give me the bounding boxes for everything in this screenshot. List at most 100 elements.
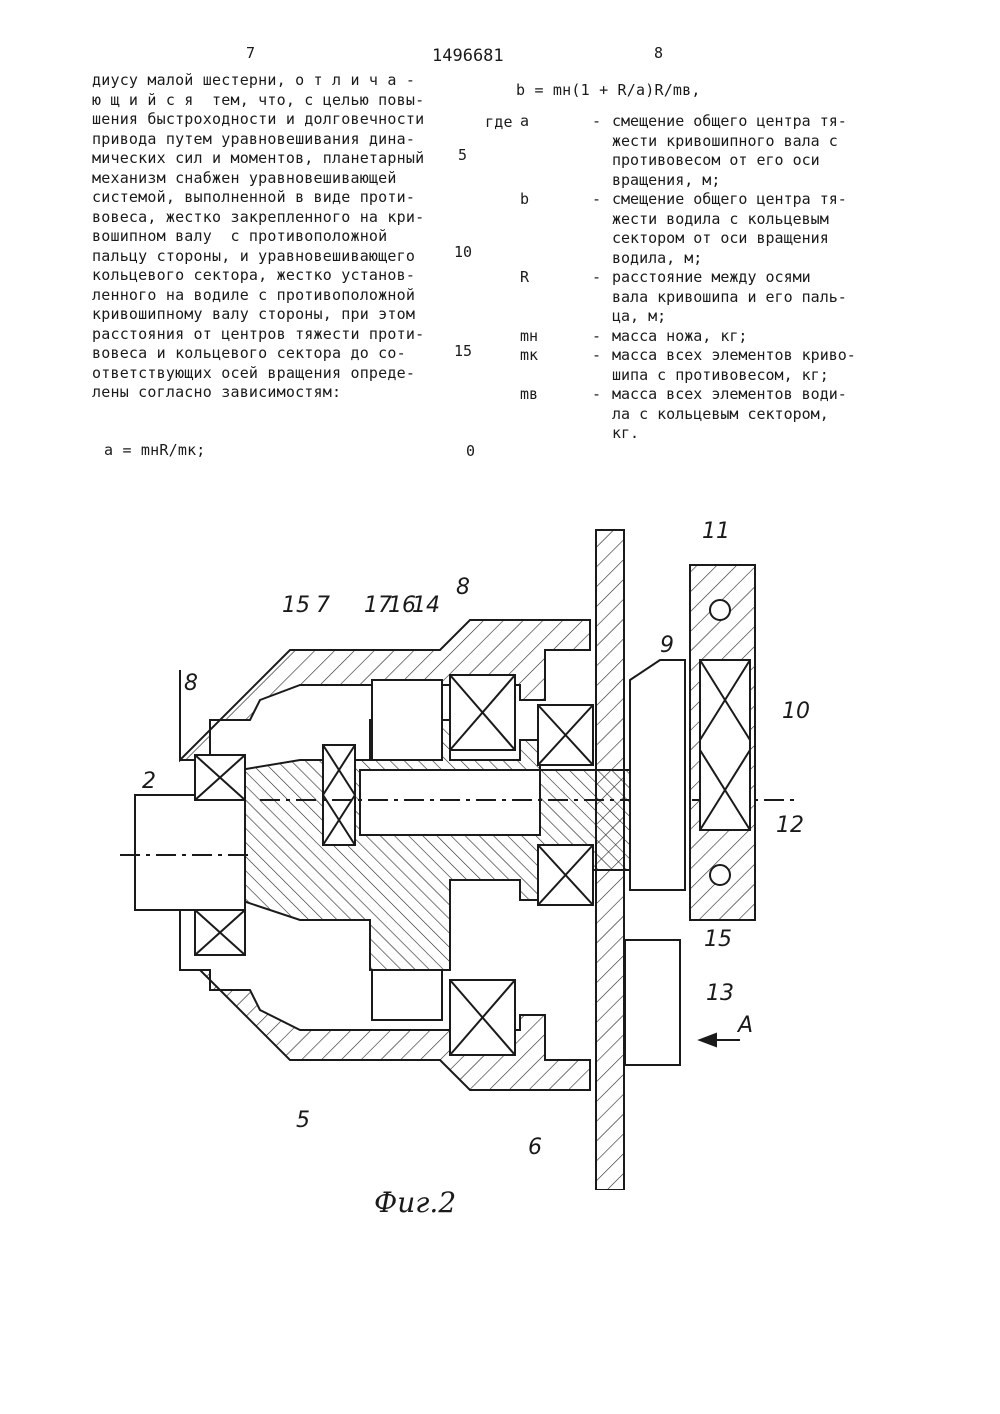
definition-row: шипа с противовесом, кг; <box>520 366 940 386</box>
label-6: 6 <box>528 1135 542 1160</box>
text-line: системой, выполненной в виде проти- <box>92 187 452 207</box>
definition-text: ла с кольцевым сектором, <box>612 405 829 423</box>
text-line: мических сил и моментов, планетарный <box>92 148 452 168</box>
definition-text: масса всех элементов води- <box>612 385 847 403</box>
definition-row: R -расстояние между осями <box>520 268 940 288</box>
label-16: 16 <box>388 593 416 618</box>
central-shaft <box>360 770 540 835</box>
label-8-right: 8 <box>456 575 470 600</box>
definition-row: кг. <box>520 424 940 444</box>
label-12: 12 <box>776 813 804 838</box>
text-line: диусу малой шестерни, о т л и ч а - <box>92 70 452 90</box>
definition-text: вращения, м; <box>612 171 720 189</box>
definition-row: mв -масса всех элементов води- <box>520 385 940 405</box>
label-13: 13 <box>706 981 734 1006</box>
definition-text: смещение общего центра тя- <box>612 190 847 208</box>
figure-caption: Фиг.2 <box>374 1186 456 1219</box>
definition-text: жести кривошипного вала с <box>612 132 838 150</box>
page-number-left: 7 <box>246 44 255 62</box>
definition-row: водила, м; <box>520 249 940 269</box>
text-line: вошипном валу с противоположной <box>92 226 452 246</box>
label-15-right: 15 <box>704 927 732 952</box>
definition-row: ца, м; <box>520 307 940 327</box>
text-line: вовеса и кольцевого сектора до со- <box>92 343 452 363</box>
line-number: 5 <box>458 146 467 164</box>
definition-row: a-смещение общего центра тя- <box>520 112 940 132</box>
formula-a: a = mнR/mк; <box>104 440 206 460</box>
definition-row: b -смещение общего центра тя- <box>520 190 940 210</box>
text-line: шения быстроходности и долговечности <box>92 109 452 129</box>
definition-row: сектором от оси вращения <box>520 229 940 249</box>
definition-symbol: mк <box>520 346 538 364</box>
definition-text: жести водила с кольцевым <box>612 210 829 228</box>
text-line: ю щ и й с я тем, что, с целью повы- <box>92 90 452 110</box>
label-5: 5 <box>296 1108 310 1133</box>
definition-dash: - <box>592 190 601 208</box>
text-line: пальцу стороны, и уравновешивающего <box>92 246 452 266</box>
formula-b: b = mн(1 + R/a)R/mв, <box>516 80 701 100</box>
input-shaft <box>135 795 245 910</box>
definition-symbol: mн <box>520 327 538 345</box>
counterweight-13 <box>625 940 680 1065</box>
pin-bearing <box>323 745 355 845</box>
label-9: 9 <box>660 633 674 658</box>
mounting-plate <box>596 530 624 1190</box>
text-line: привода путем уравновешивания дина- <box>92 129 452 149</box>
label-15-left: 15 <box>282 593 310 618</box>
label-2: 2 <box>142 769 156 794</box>
definition-text: масса ножа, кг; <box>612 327 747 345</box>
text-line: ленного на водиле с противоположной <box>92 285 452 305</box>
label-10: 10 <box>782 699 810 724</box>
mechanism-drawing: 2 5 6 7 8 8 9 10 11 12 13 14 15 15 16 17… <box>0 470 1000 1190</box>
text-line: кривошипному валу стороны, при этом <box>92 304 452 324</box>
line-number: 0 <box>466 442 475 460</box>
definition-row: вала кривошипа и его паль- <box>520 288 940 308</box>
where-word: где <box>485 112 513 132</box>
definition-row: жести водила с кольцевым <box>520 210 940 230</box>
text-line: механизм снабжен уравновешивающей <box>92 168 452 188</box>
definition-symbol: R <box>520 268 529 286</box>
label-7: 7 <box>316 593 330 618</box>
label-14: 14 <box>412 593 440 618</box>
line-number: 10 <box>454 243 472 261</box>
text-line: расстояния от центров тяжести проти- <box>92 324 452 344</box>
definition-symbol: mв <box>520 385 538 403</box>
label-17: 17 <box>364 593 392 618</box>
definition-dash: - <box>592 327 601 345</box>
left-column: диусу малой шестерни, о т л и ч а - ю щ … <box>92 70 452 402</box>
page-number-right: 8 <box>654 44 663 62</box>
text-line: кольцевого сектора, жестко установ- <box>92 265 452 285</box>
definition-row: вращения, м; <box>520 171 940 191</box>
definition-text: сектором от оси вращения <box>612 229 829 247</box>
text-line: лены согласно зависимостям: <box>92 382 452 402</box>
bearing-10 <box>700 660 750 830</box>
definition-text: вала кривошипа и его паль- <box>612 288 847 306</box>
definition-dash: - <box>592 112 601 130</box>
label-11: 11 <box>702 519 730 544</box>
definition-text: шипа с противовесом, кг; <box>612 366 829 384</box>
definition-row: mк -масса всех элементов криво- <box>520 346 940 366</box>
gear-17-bottom <box>372 970 442 1020</box>
definition-text: масса всех элементов криво- <box>612 346 856 364</box>
definition-text: смещение общего центра тя- <box>612 112 847 130</box>
text-line: ответствующих осей вращения опреде- <box>92 363 452 383</box>
definition-row: ла с кольцевым сектором, <box>520 405 940 425</box>
definition-row: mн -масса ножа, кг; <box>520 327 940 347</box>
definition-row: противовесом от его оси <box>520 151 940 171</box>
text-line: вовеса, жестко закрепленного на кри- <box>92 207 452 227</box>
line-number: 15 <box>454 342 472 360</box>
definition-text: противовесом от его оси <box>612 151 820 169</box>
definitions-list: a-смещение общего центра тя-жести кривош… <box>520 112 940 444</box>
patent-number: 1496681 <box>432 46 504 66</box>
label-8-left: 8 <box>184 671 198 696</box>
gear-17 <box>372 680 442 760</box>
definition-dash: - <box>592 268 601 286</box>
definition-dash: - <box>592 385 601 403</box>
definition-text: водила, м; <box>612 249 702 267</box>
definition-dash: - <box>592 346 601 364</box>
definition-text: кг. <box>612 424 639 442</box>
definition-text: ца, м; <box>612 307 666 325</box>
definition-row: жести кривошипного вала с <box>520 132 940 152</box>
definition-text: расстояние между осями <box>612 268 811 286</box>
definition-symbol: b <box>520 190 529 208</box>
